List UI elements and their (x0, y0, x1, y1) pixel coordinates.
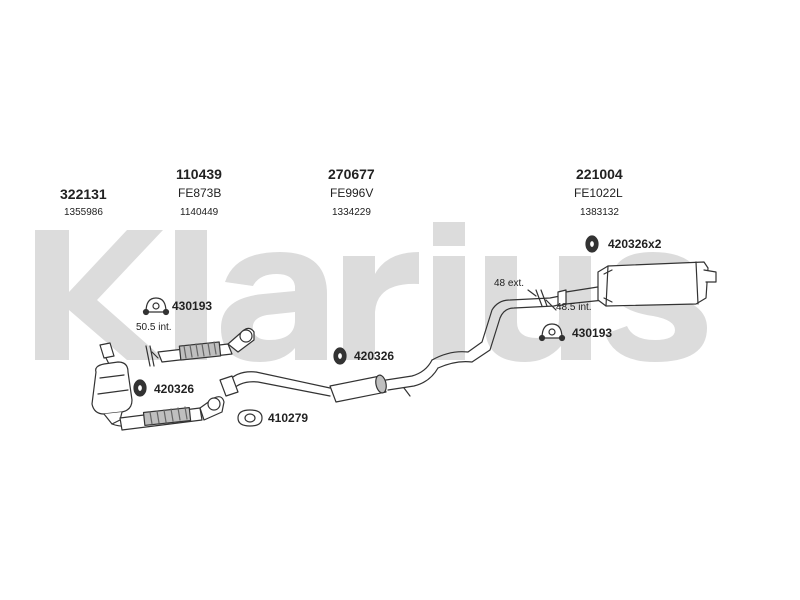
clamp-420326x2-rear (585, 235, 599, 253)
ref-number-1383132: 1383132 (580, 207, 619, 218)
callout-430193-rear: 430193 (572, 326, 613, 340)
dimension-48-ext: 48 ext. (494, 278, 525, 289)
gasket-410279 (237, 409, 263, 427)
part-number-270677: 270677 (328, 166, 375, 182)
callout-410279: 410279 (268, 411, 309, 425)
front-flex-pipe (157, 327, 255, 363)
part-number-221004: 221004 (576, 166, 623, 182)
clamp-420326-middle (333, 347, 347, 365)
centre-silencer-pipe (219, 359, 439, 403)
callout-420326-middle: 420326 (354, 349, 395, 363)
code-fe873b: FE873B (178, 186, 222, 200)
ref-number-1355986: 1355986 (64, 207, 103, 218)
rear-silencer (431, 261, 717, 369)
ref-number-1334229: 1334229 (332, 207, 371, 218)
code-fe1022l: FE1022L (574, 186, 623, 200)
dimension-48-5-int: 48.5 int. (556, 302, 592, 313)
callout-420326-front: 420326 (154, 382, 195, 396)
clamp-420326-front (133, 379, 147, 397)
catalytic-converter (91, 342, 151, 427)
rubber-mount-430193 (142, 297, 170, 316)
part-number-322131: 322131 (60, 186, 107, 202)
dimension-50-5-int: 50.5 int. (136, 322, 172, 333)
ref-number-1140449: 1140449 (180, 207, 219, 218)
part-number-110439: 110439 (176, 166, 222, 182)
klarius-watermark (35, 222, 707, 362)
rubber-mount-430193-rear (538, 323, 566, 342)
code-fe996v: FE996V (330, 186, 374, 200)
callout-430193-front: 430193 (172, 299, 213, 313)
lower-flex-pipe (119, 396, 225, 431)
callout-420326x2: 420326x2 (608, 237, 662, 251)
